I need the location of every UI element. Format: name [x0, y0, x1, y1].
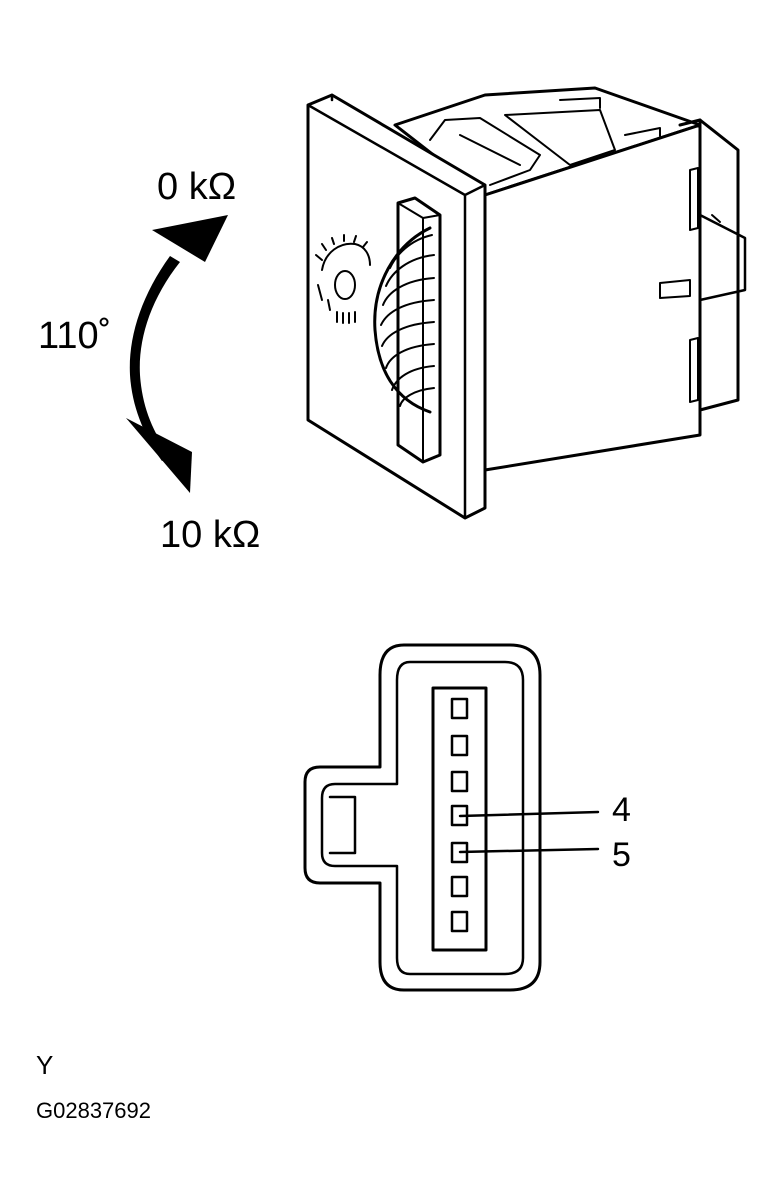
- rotation-arrow: [126, 215, 228, 493]
- connector-face: [303, 643, 600, 992]
- pin-4-label: 4: [612, 791, 631, 829]
- callout-line-pin-5: [458, 847, 600, 854]
- pin-7: [450, 910, 469, 933]
- pin-5-label: 5: [612, 836, 631, 874]
- pin-3: [450, 770, 469, 793]
- callout-line-pin-4: [458, 810, 600, 818]
- terminal-block: [431, 686, 488, 952]
- code-letter: Y: [36, 1050, 54, 1080]
- pin-6: [450, 875, 469, 898]
- rotation-angle-label: 110˚: [38, 315, 112, 357]
- rheostat-switch: [306, 86, 747, 520]
- thumbwheel: [373, 226, 432, 414]
- resistance-min-label: 0 kΩ: [157, 166, 237, 208]
- connector-inner-shell: [320, 660, 525, 976]
- connector-latch: [328, 795, 357, 855]
- dial-window: [396, 196, 442, 464]
- connector-outer-shell: [303, 643, 542, 992]
- pin-1: [450, 697, 469, 720]
- figure-id: G02837692: [36, 1098, 151, 1123]
- rear-connector: [678, 118, 740, 412]
- resistance-max-label: 10 kΩ: [160, 514, 261, 556]
- pin-2: [450, 734, 469, 757]
- brightness-symbol: [315, 234, 371, 324]
